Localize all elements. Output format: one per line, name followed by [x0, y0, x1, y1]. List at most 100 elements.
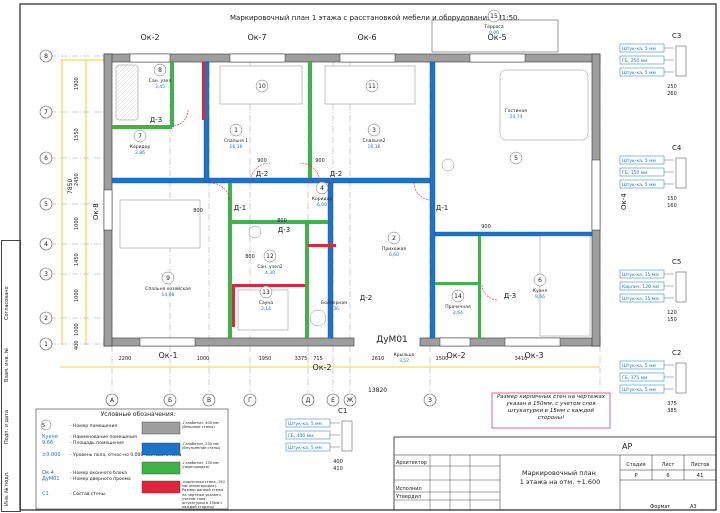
room-number-bubble	[315, 181, 329, 195]
brick-walls	[202, 62, 336, 327]
titleblock-code: АР	[622, 442, 632, 451]
legend-heading: Условные обозначения:	[101, 411, 176, 418]
room-number-bubble	[229, 123, 243, 137]
bottom-dim: 1950	[259, 356, 272, 362]
room-area: 2,64	[453, 310, 463, 316]
window-label-right: Ок-4	[620, 193, 628, 210]
wall-section-layer: Кирпич, 120 мм	[622, 284, 659, 290]
bottom-dim: 2610	[372, 356, 385, 362]
door-label: Д-1	[436, 204, 448, 212]
room-number: 11	[368, 83, 376, 90]
legend-symbol: Кухня	[42, 434, 58, 440]
legend-symbol: ±0.000	[42, 452, 61, 458]
legend-material-text: -Газобетон, 400 мм (Внешние стены)	[182, 421, 219, 430]
room-number-bubble	[259, 285, 273, 299]
axis-bubble	[163, 393, 177, 407]
room-area: 6,60	[389, 252, 399, 258]
room-name: Спальня 1	[224, 138, 248, 144]
drawing-title: Маркировочный план 1 этажа с расстановко…	[230, 14, 520, 22]
room-area: 16,16	[368, 144, 381, 150]
wall-section-layer: Штук-ка, 5 мм	[288, 445, 322, 451]
door-label: Д-2	[360, 294, 372, 302]
room-name: Коридор	[312, 196, 333, 202]
door-label: Д-3	[278, 226, 290, 234]
side-stamp-label: Подп. и дата	[4, 409, 10, 444]
side-stamp-label: Согласовано	[4, 286, 10, 320]
axis-bubble	[39, 49, 53, 63]
axis-bubble	[39, 197, 53, 211]
titleblock-stage-value: Р	[634, 473, 638, 479]
room-number: 3	[372, 127, 376, 134]
window-openings	[103, 53, 601, 347]
titleblock-role-performer: Исполнил	[396, 486, 422, 492]
door-label: Д-3	[504, 292, 516, 300]
titleblock-header-stage: Стадия	[626, 462, 645, 468]
axis-bubble	[39, 311, 53, 325]
room-area: 0,00	[489, 30, 499, 36]
wall-section-dim: 150	[667, 196, 677, 202]
window-label-bottom: ДуМ01	[376, 335, 408, 345]
room-name: Прачечная	[445, 304, 471, 310]
axis-bubble	[202, 393, 216, 407]
room-name: Кухня	[533, 288, 547, 294]
wall-section-dim: 150	[667, 317, 677, 323]
room-number: 4	[320, 185, 324, 192]
wall-section-id: С3	[672, 32, 681, 40]
legend-material-swatch	[141, 461, 181, 475]
wall-section-dim: 410	[333, 466, 343, 472]
room-area: 1,36	[329, 306, 339, 312]
room-name: Гостиная	[505, 108, 527, 114]
legend-material-swatch	[141, 442, 181, 456]
furniture	[115, 64, 591, 337]
room-area: 24,74	[510, 114, 523, 120]
legend-material-text: -Газобетон, 150 мм (перегородки)	[182, 461, 219, 470]
legend-material-swatch	[141, 421, 181, 435]
wall-section-layer: Штук-ка, 15 мм	[622, 272, 659, 278]
axis-number-label: 2	[44, 315, 48, 322]
wall-section-layer: Штук-ка, 5 мм	[622, 46, 656, 52]
wall-section-layer: ГБ, 250 мм	[622, 58, 648, 64]
left-dim: 1900	[74, 77, 80, 90]
left-dim: 1000	[74, 323, 80, 336]
window-label-bottom: Ок-2	[446, 351, 465, 360]
axis-bubble	[39, 237, 53, 251]
legend: Условные обозначения: 5- Номер помещения…	[35, 408, 229, 510]
axis-number-label: 3	[44, 271, 48, 278]
format-value: А3	[690, 504, 697, 510]
axis-number-label: 5	[44, 201, 48, 208]
partition-walls	[112, 62, 481, 338]
room-number: 7	[138, 133, 142, 140]
door-width-dim: 900	[481, 224, 491, 230]
bottom-dim: 715	[313, 356, 323, 362]
room-area: 14,08	[162, 292, 175, 298]
axis-number-label: 7	[44, 109, 48, 116]
window-label-bottom: Ок-3	[524, 351, 543, 360]
wall-section-layer: ГБ, 375 мм	[622, 375, 648, 381]
legend-symbol-text: - Наименование помещения	[70, 434, 137, 440]
axis-bubble	[105, 393, 119, 407]
wall-section-id: С1	[338, 407, 347, 415]
left-dim: 400	[74, 340, 80, 350]
room-area: 3,45	[155, 84, 165, 90]
wall-section-dim: 160	[667, 203, 677, 209]
axis-letter-label: З	[428, 397, 432, 404]
room-name: Спальня хозяйская	[145, 285, 191, 292]
bottom-dim: 1500	[436, 356, 449, 362]
axis-letter-label: Е	[331, 397, 335, 404]
note-box	[491, 392, 611, 429]
door-width-dim: 800	[277, 218, 287, 224]
room-name: Бойлерная	[321, 299, 347, 306]
legend-symbol: Ок-4	[42, 470, 54, 476]
left-total-dim: 7850	[67, 179, 74, 194]
wall-section-layer: ГБ, 150 мм	[622, 170, 648, 176]
axis-bubble	[243, 393, 257, 407]
window-label-left: Ок-8	[92, 203, 100, 220]
titleblock-header-sheet: Лист	[662, 462, 675, 468]
wall-section-dim: 120	[667, 310, 677, 316]
axis-letter-label: Ж	[347, 397, 354, 404]
bottom-dim: 3375	[295, 356, 308, 362]
room-name: Сан. узел2	[257, 264, 282, 270]
room-area: 2,86	[135, 150, 145, 156]
